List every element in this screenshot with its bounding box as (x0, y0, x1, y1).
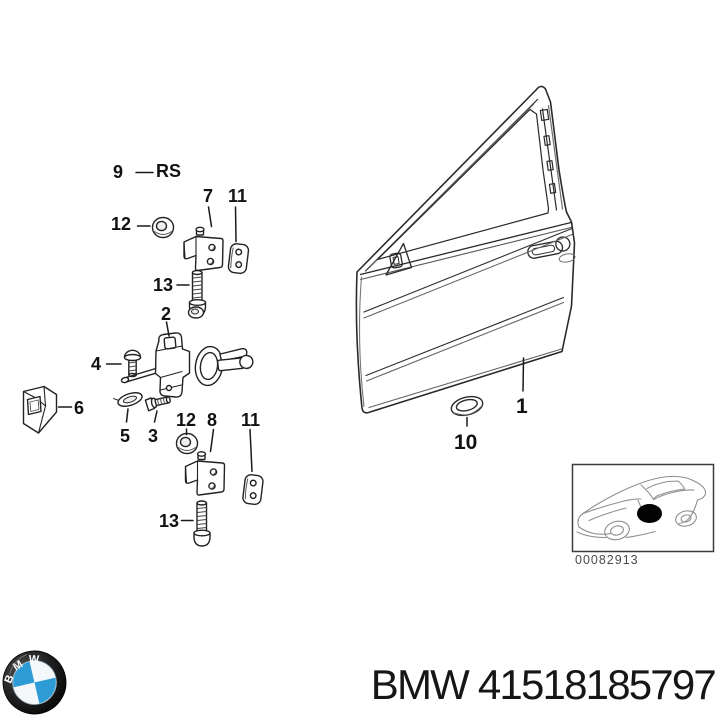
callout-pos-1: 1 (516, 395, 528, 418)
leader-3 (153, 410, 158, 423)
check-strap-2 (120, 306, 254, 398)
callout-pos-8: 8 (207, 410, 218, 430)
callout-pos-13-upper: 13 (153, 275, 174, 295)
plate-11-upper (227, 243, 250, 275)
bpillar-strip-outer (541, 108, 558, 211)
leader-7 (207, 206, 213, 228)
bmw-logo: BMW (0, 650, 67, 715)
beltline-lower (359, 226, 572, 281)
callout-pos-11-upper: 11 (228, 186, 248, 206)
beltline-upper (359, 221, 572, 276)
door-handle (527, 236, 576, 263)
callout-pos-12-lower: 12 (176, 410, 197, 430)
location-dot (637, 504, 662, 523)
door-seal-grommet-10 (450, 395, 484, 417)
callout-pos-12-upper: 12 (111, 214, 132, 234)
door-outer-outline (355, 85, 576, 414)
callout-pos-3: 3 (148, 426, 159, 446)
logo-quadrants (13, 661, 56, 704)
inset-image-code: 00082913 (575, 553, 639, 567)
leader-11-lower (249, 428, 253, 473)
leader-11-upper (234, 206, 237, 243)
bpillar-strip-inner (547, 104, 564, 210)
callout-pos-7: 7 (203, 186, 214, 206)
bolt-13-lower (193, 500, 211, 547)
check-strap-pin (217, 347, 254, 372)
callout-pos-10: 10 (454, 431, 478, 454)
callout-pos-13-lower: 13 (159, 511, 180, 531)
callout-pos-6: 6 (74, 398, 85, 418)
exploded-parts (22, 216, 265, 547)
callout-pos-5: 5 (120, 426, 131, 446)
window-guide-clip-1 (543, 135, 551, 146)
screw-4 (123, 349, 142, 378)
callout-pos-4: 4 (91, 354, 102, 374)
body-crease-lines (358, 227, 573, 409)
grommet-12-upper (151, 216, 175, 239)
front-door-drawing (355, 85, 576, 417)
grommet-12-lower (175, 432, 199, 455)
car-sketch (576, 475, 707, 541)
clip-5 (112, 392, 143, 407)
callout-pos-11-lower: 11 (241, 410, 261, 430)
frame-anchor-top (539, 108, 550, 121)
leader-lines (57, 171, 525, 522)
part-title: BMW 41518185797 (370, 661, 717, 708)
leader-2 (165, 321, 170, 337)
check-strap-ring (194, 345, 224, 387)
leader-5 (125, 408, 129, 423)
hinge-7-upper (183, 226, 224, 272)
window-guide-clip-3 (548, 183, 557, 194)
vehicle-inset-thumbnail (571, 463, 715, 553)
wedge-bracket-6 (22, 385, 58, 434)
callout-pos-9: 9 (113, 162, 124, 182)
check-strap-bracket (154, 332, 191, 398)
plate-11-lower (241, 473, 265, 506)
mirror-triangle (385, 242, 413, 276)
screw-3 (144, 396, 171, 412)
window-guide-clip-2 (546, 160, 554, 171)
callout-pos-2: 2 (161, 304, 172, 324)
hinge-8-lower (184, 451, 226, 496)
leader-1 (522, 357, 525, 392)
window-opening (376, 108, 550, 261)
leader-8 (209, 428, 215, 453)
callout-code-rs: RS (156, 161, 182, 181)
